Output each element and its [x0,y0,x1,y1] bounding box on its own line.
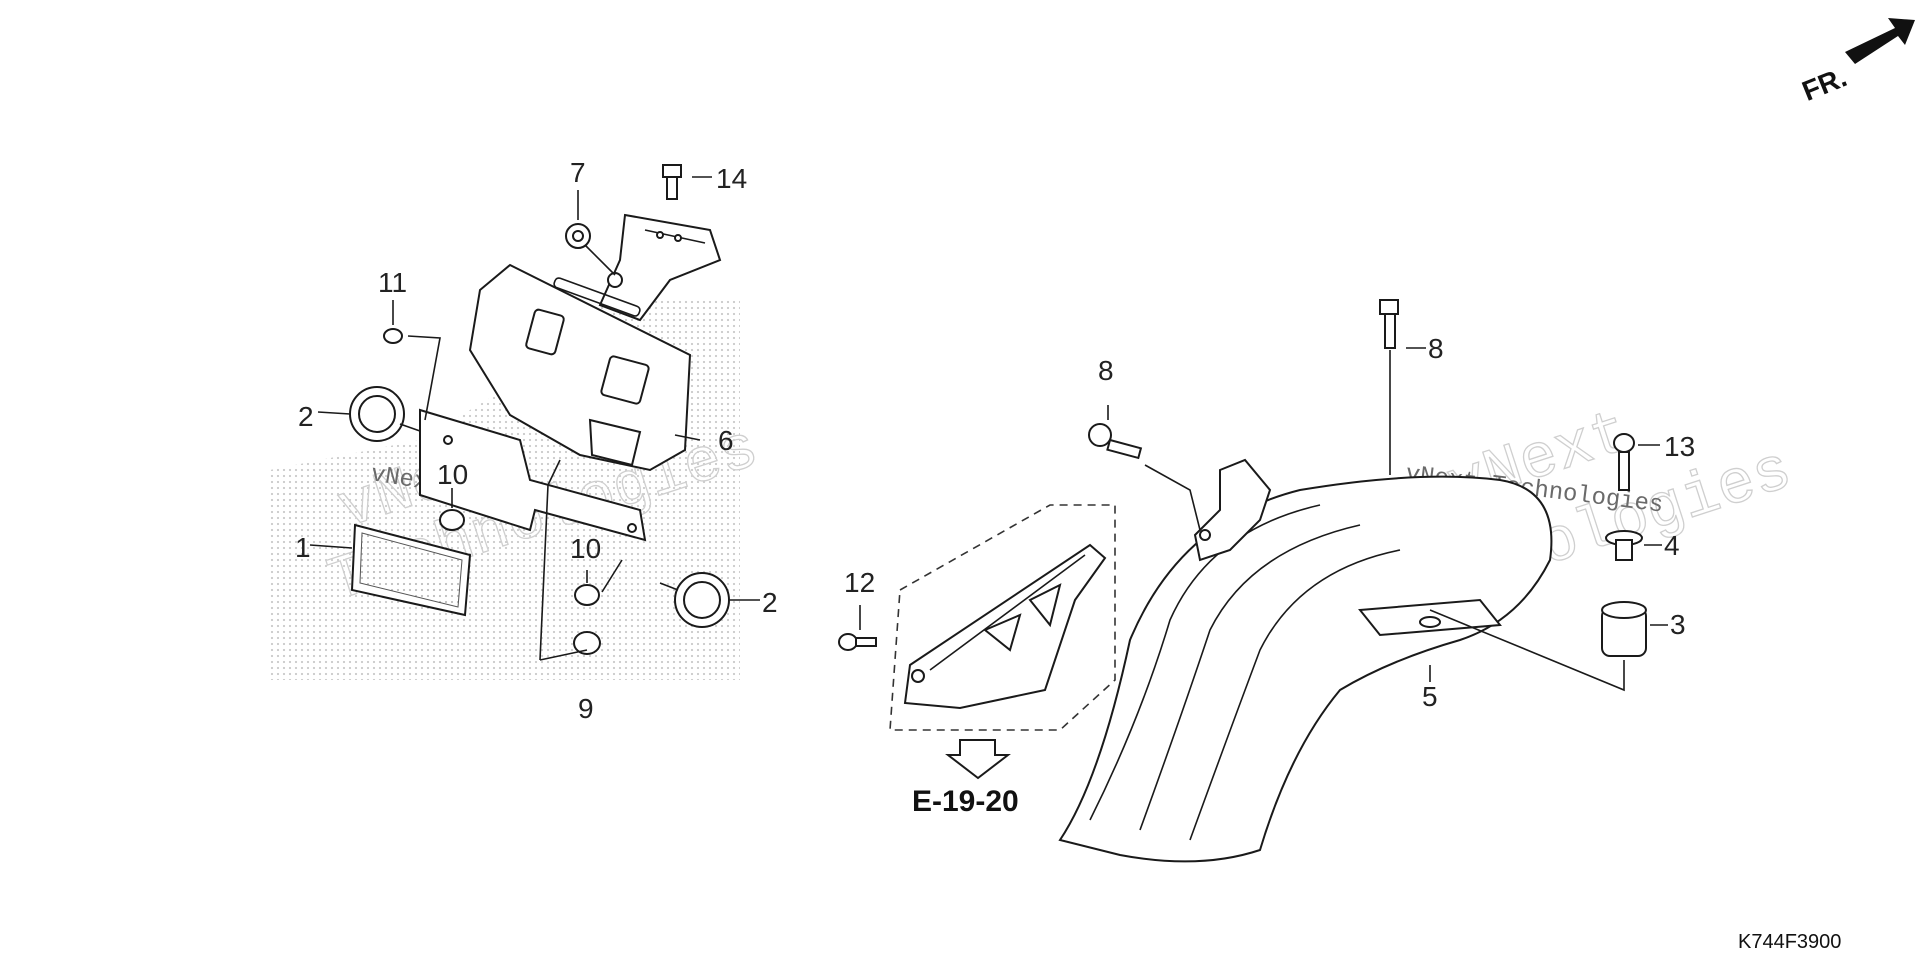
callout-2-upper: 2 [298,401,314,432]
callouts: 1 2 2 3 4 5 6 7 8 8 9 10 10 11 12 13 14 [295,157,1695,724]
front-direction-arrow: FR. [1798,18,1915,107]
callout-1: 1 [295,532,311,563]
callout-2-lower: 2 [762,587,778,618]
bolt-8-left [1088,423,1143,460]
callout-13: 13 [1664,431,1695,462]
lower-stay [419,408,647,542]
reference-label: E-19-20 [912,785,1019,818]
callout-10-lower: 10 [570,533,601,564]
bolt-13 [1613,433,1635,491]
rear-fender [1058,475,1553,863]
cap-11 [383,328,403,344]
bolt-8-top [1379,299,1399,349]
license-plate-bracket [468,263,692,472]
figure-code: K744F3900 [1738,931,1841,953]
callout-14: 14 [716,163,747,194]
callout-9: 9 [578,693,594,724]
upper-stay [598,213,722,322]
fr-label: FR. [1798,61,1851,107]
callout-10-upper: 10 [437,459,468,490]
nut-9 [573,631,601,655]
fender-bracket [1193,458,1272,562]
callout-5: 5 [1422,681,1438,712]
callout-8-top: 8 [1428,333,1444,364]
grommet-upper [349,386,421,442]
callout-12: 12 [844,567,875,598]
callout-7: 7 [570,157,586,188]
nut-10-lower [574,584,600,606]
reference-box [889,504,1116,731]
reference-arrow [945,739,1011,780]
license-bracket-assembly [309,164,760,661]
nut-10-upper [439,509,465,531]
callout-11: 11 [378,267,407,298]
callout-3: 3 [1670,609,1686,640]
callout-8-left: 8 [1098,355,1114,386]
cushion-3 [1601,601,1647,657]
heel-guard-group: E-19-20 [838,504,1116,818]
bolt-12 [838,633,877,651]
callout-6: 6 [718,425,734,456]
callout-4: 4 [1664,530,1680,561]
grommet-lower [659,572,730,628]
collar-4 [1605,530,1643,561]
bolt-14 [662,164,682,200]
rear-fender-assembly [1058,299,1668,863]
